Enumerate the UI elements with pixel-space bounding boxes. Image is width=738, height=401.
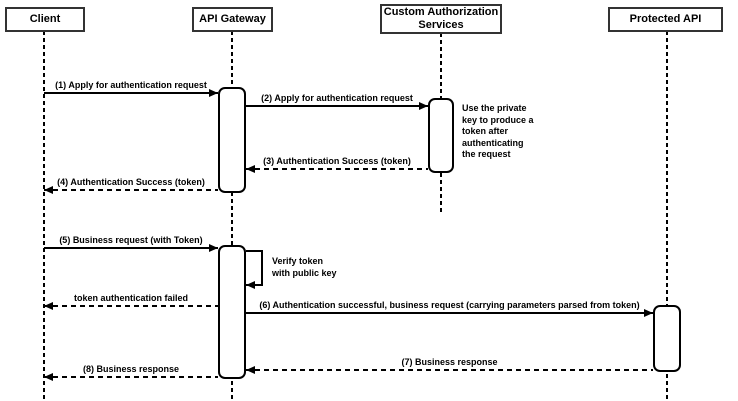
message-5-label: (5) Business request (with Token) [59,235,203,245]
message-4-label: (4) Authentication Success (token) [57,177,205,187]
message-1-label: (1) Apply for authentication request [55,80,207,90]
activation-api-gateway-auth [218,87,246,193]
message-3-label: (3) Authentication Success (token) [263,156,411,166]
lifeline-protected-api [666,31,668,401]
arrowhead-right-icon [209,89,218,97]
message-2: (2) Apply for authentication request [246,93,428,110]
arrowhead-left-icon [44,186,53,194]
participant-api-gateway: API Gateway [192,7,273,32]
message-2-line [246,105,428,107]
lifeline-api-gateway [231,31,233,401]
message-5-line [44,247,218,249]
arrowhead-left-icon [44,373,53,381]
participant-protected-api: Protected API [608,7,723,32]
participant-protected-api-label: Protected API [629,13,702,25]
message-1: (1) Apply for authentication request [44,80,218,97]
message-7: (6) Authentication successful, business … [246,300,653,317]
self-message-verify-token-label: Verify token with public key [272,256,337,278]
message-7-label: (6) Authentication successful, business … [259,300,640,310]
message-5: (5) Business request (with Token) [44,235,218,252]
message-6: token authentication failed [44,293,218,310]
activation-api-gateway-business [218,245,246,379]
arrowhead-left-icon [246,281,255,289]
arrowhead-right-icon [644,309,653,317]
participant-client-label: Client [29,13,61,25]
lifeline-client [43,31,45,401]
message-7-line [246,312,653,314]
message-9-line [44,376,218,378]
participant-custom-authorization-services-label: Custom Authorization Services [383,6,499,31]
message-6-line [44,305,218,307]
activation-protected-api [653,305,681,372]
message-9: (8) Business response [44,364,218,381]
message-8: (7) Business response [246,357,653,374]
arrowhead-left-icon [246,366,255,374]
arrowhead-right-icon [419,102,428,110]
message-8-line [246,369,653,371]
arrowhead-left-icon [44,302,53,310]
message-3-line [246,168,428,170]
note-private-key: Use the private key to produce a token a… [462,103,534,159]
message-4: (4) Authentication Success (token) [44,177,218,194]
message-3: (3) Authentication Success (token) [246,156,428,173]
arrowhead-right-icon [209,244,218,252]
message-1-line [44,92,218,94]
message-6-label: token authentication failed [73,293,188,303]
message-4-line [44,189,218,191]
arrowhead-left-icon [246,165,255,173]
message-2-label: (2) Apply for authentication request [261,93,413,103]
participant-client: Client [5,7,85,32]
participant-custom-authorization-services: Custom Authorization Services [380,4,502,34]
message-8-label: (7) Business response [401,357,498,367]
activation-custom-authorization-services [428,98,454,173]
message-9-label: (8) Business response [82,364,180,374]
participant-api-gateway-label: API Gateway [199,13,266,25]
